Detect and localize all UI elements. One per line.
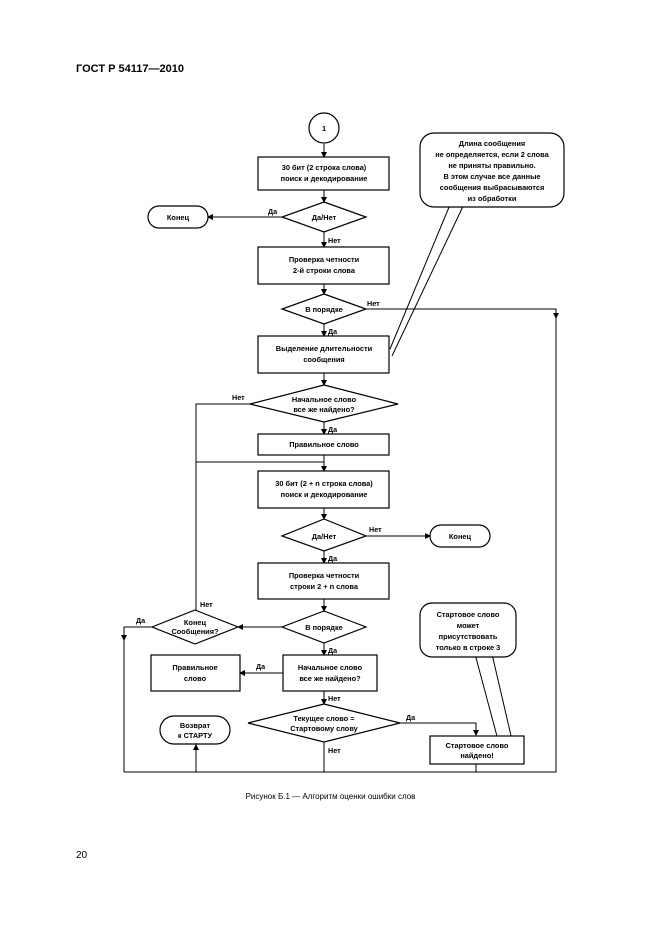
svg-text:В порядке: В порядке — [305, 623, 343, 632]
svg-text:Да: Да — [328, 327, 338, 336]
process-parity-2: Проверка четности 2-й строки слова — [257, 246, 390, 285]
decision-yes-no-2: Да/Нет — [280, 518, 368, 552]
branch-labels: Да Нет Нет Да Нет Да Нет Да Да Нет Да Да… — [136, 207, 416, 755]
svg-text:Текущее слово =: Текущее слово = — [293, 714, 355, 723]
svg-text:Проверка четности: Проверка четности — [289, 571, 360, 580]
svg-text:Нет: Нет — [369, 525, 382, 534]
note-message-length: Длина сообщения не определяется, если 2 … — [419, 132, 565, 208]
page-number: 20 — [76, 850, 88, 861]
connector-lines — [121, 144, 559, 773]
svg-text:Да: Да — [406, 713, 416, 722]
start-label: 1 — [322, 124, 326, 133]
start-connector: 1 — [308, 112, 340, 144]
svg-text:не приняты правильно.: не приняты правильно. — [448, 161, 535, 170]
process-correct-word: Правильное слово — [257, 433, 390, 456]
svg-text:Да: Да — [256, 662, 266, 671]
svg-text:Стартовому слову: Стартовому слову — [290, 724, 358, 733]
svg-text:слово: слово — [184, 674, 207, 683]
svg-text:30 бит (2 + n строка слова): 30 бит (2 + n строка слова) — [275, 479, 373, 488]
decision-end-of-message: Конец Сообщения? — [150, 609, 240, 645]
svg-text:сообщения выбрасываются: сообщения выбрасываются — [440, 183, 545, 192]
svg-text:к СТАРТУ: к СТАРТУ — [178, 731, 213, 740]
svg-text:Возврат: Возврат — [180, 721, 211, 730]
svg-text:Начальное слово: Начальное слово — [292, 395, 357, 404]
svg-text:30 бит (2 строка слова): 30 бит (2 строка слова) — [282, 163, 367, 172]
svg-text:не определяется, если 2 слова: не определяется, если 2 слова — [435, 150, 549, 159]
decision-yes-no-1: Да/Нет — [280, 201, 368, 233]
document-header: ГОСТ Р 54117—2010 — [76, 63, 184, 75]
svg-text:2-й строки слова: 2-й строки слова — [293, 266, 356, 275]
svg-text:Нет: Нет — [328, 694, 341, 703]
note-start-word: Стартовое слово может присутствовать тол… — [419, 602, 517, 658]
svg-text:Нет: Нет — [367, 299, 380, 308]
svg-text:найдено!: найдено! — [460, 751, 493, 760]
svg-text:поиск и декодирование: поиск и декодирование — [281, 174, 368, 183]
svg-text:Да: Да — [268, 207, 278, 216]
svg-text:Проверка четности: Проверка четности — [289, 255, 360, 264]
process-30bit-2n: 30 бит (2 + n строка слова) поиск и деко… — [257, 470, 390, 509]
svg-text:Да: Да — [328, 554, 338, 563]
figure-caption: Рисунок Б.1 — Алгоритм оценки ошибки сло… — [245, 792, 416, 801]
svg-text:Да/Нет: Да/Нет — [312, 213, 337, 222]
svg-text:Стартовое слово: Стартовое слово — [446, 741, 509, 750]
svg-text:Конец: Конец — [449, 532, 472, 541]
decision-start-word-found: Начальное слово все же найдено? — [249, 384, 399, 423]
svg-text:может: может — [457, 621, 480, 630]
process-30bit-2: 30 бит (2 строка слова) поиск и декодиро… — [257, 156, 390, 191]
svg-text:Начальное слово: Начальное слово — [298, 663, 363, 672]
decision-ok-1: В порядке — [280, 293, 368, 325]
svg-text:из обработки: из обработки — [468, 194, 517, 203]
svg-text:Длина сообщения: Длина сообщения — [459, 139, 526, 148]
terminator-end-1: Конец — [147, 205, 209, 229]
svg-text:Выделение длительности: Выделение длительности — [276, 344, 373, 353]
terminator-end-2: Конец — [429, 524, 491, 548]
svg-text:Конец: Конец — [167, 213, 190, 222]
svg-text:только в строке 3: только в строке 3 — [436, 643, 501, 652]
process-start-word-found-check: Начальное слово все же найдено? — [282, 654, 378, 692]
svg-text:Стартовое слово: Стартовое слово — [437, 610, 500, 619]
svg-text:Сообщения?: Сообщения? — [171, 627, 219, 636]
svg-text:все же найдено?: все же найдено? — [293, 405, 355, 414]
svg-text:присутствовать: присутствовать — [439, 632, 498, 641]
svg-text:Правильное: Правильное — [172, 663, 217, 672]
svg-text:Да/Нет: Да/Нет — [312, 532, 337, 541]
svg-text:Нет: Нет — [232, 393, 245, 402]
decision-current-equals-start: Текущее слово = Стартовому слову — [247, 703, 401, 743]
svg-text:Нет: Нет — [328, 236, 341, 245]
svg-text:Нет: Нет — [328, 746, 341, 755]
process-message-length: Выделение длительности сообщения — [257, 335, 390, 374]
svg-text:В порядке: В порядке — [305, 305, 343, 314]
decision-ok-2: В порядке — [280, 610, 368, 644]
svg-text:Да: Да — [136, 616, 146, 625]
process-correct-word-2: Правильное слово — [150, 654, 241, 692]
svg-text:поиск и декодирование: поиск и декодирование — [281, 490, 368, 499]
svg-text:Да: Да — [328, 646, 338, 655]
process-parity-2n: Проверка четности строки 2 + n слова — [257, 562, 390, 600]
svg-text:строки 2 + n слова: строки 2 + n слова — [290, 582, 359, 591]
terminator-return-to-start: Возврат к СТАРТУ — [159, 715, 231, 745]
svg-text:Правильное слово: Правильное слово — [289, 440, 359, 449]
svg-text:сообщения: сообщения — [303, 355, 344, 364]
svg-text:В этом случае все данные: В этом случае все данные — [443, 172, 540, 181]
svg-text:Конец: Конец — [184, 618, 207, 627]
svg-text:Нет: Нет — [200, 600, 213, 609]
process-start-word-found: Стартовое слово найдено! — [429, 735, 525, 765]
svg-text:все же найдено?: все же найдено? — [299, 674, 361, 683]
svg-text:Да: Да — [328, 425, 338, 434]
